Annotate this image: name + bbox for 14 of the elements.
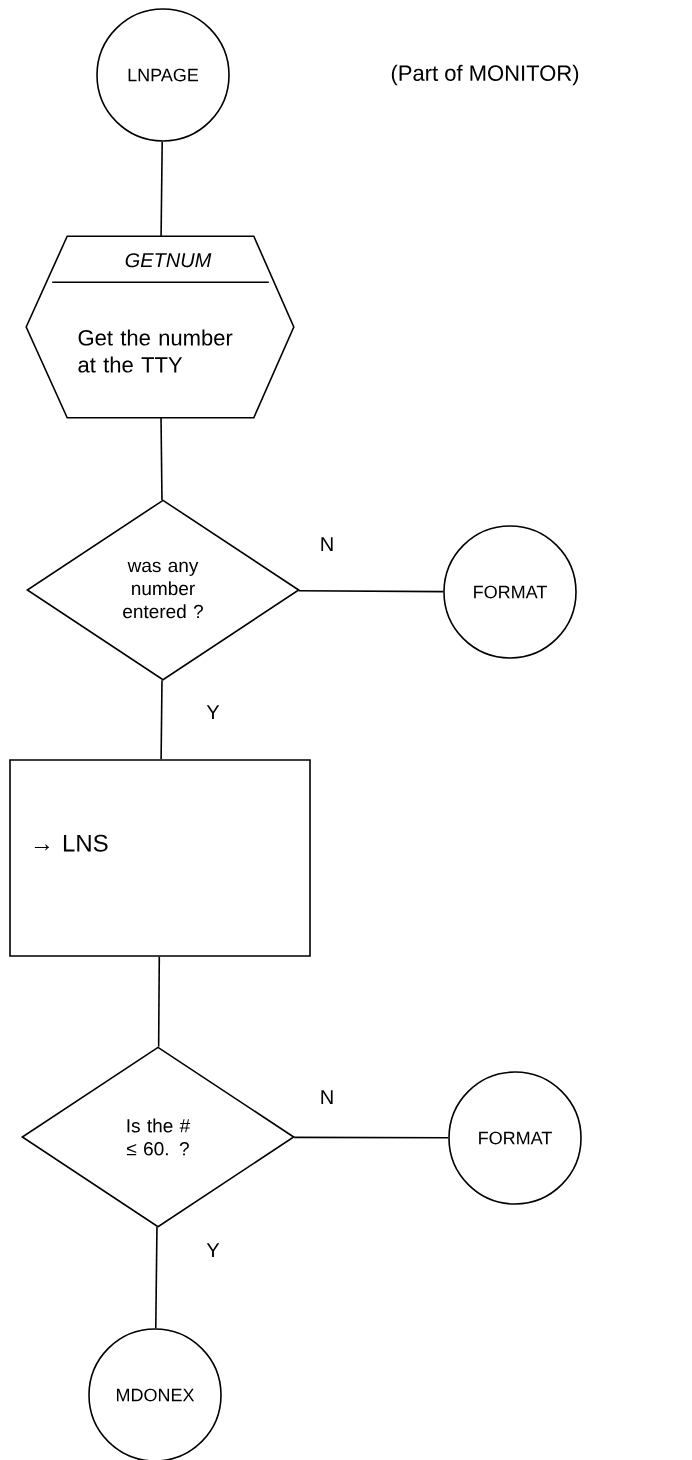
subroutine-hexagon: GETNUM Get the number at the TTY [25,235,295,419]
connector-line [160,141,163,237]
connector-line [297,590,444,593]
edge-label: N [321,537,333,551]
connector-line [154,1226,158,1329]
connector-line [293,1136,449,1139]
connector-line [160,679,163,760]
note-text: (Part of MONITOR) [391,64,579,86]
edge-label: N [321,1090,333,1104]
connector-line [160,417,163,501]
edge-label: Y [206,705,220,719]
process-box: → LNS [9,759,311,957]
edge-label: Y [206,1243,220,1257]
connector-line [157,956,161,1048]
